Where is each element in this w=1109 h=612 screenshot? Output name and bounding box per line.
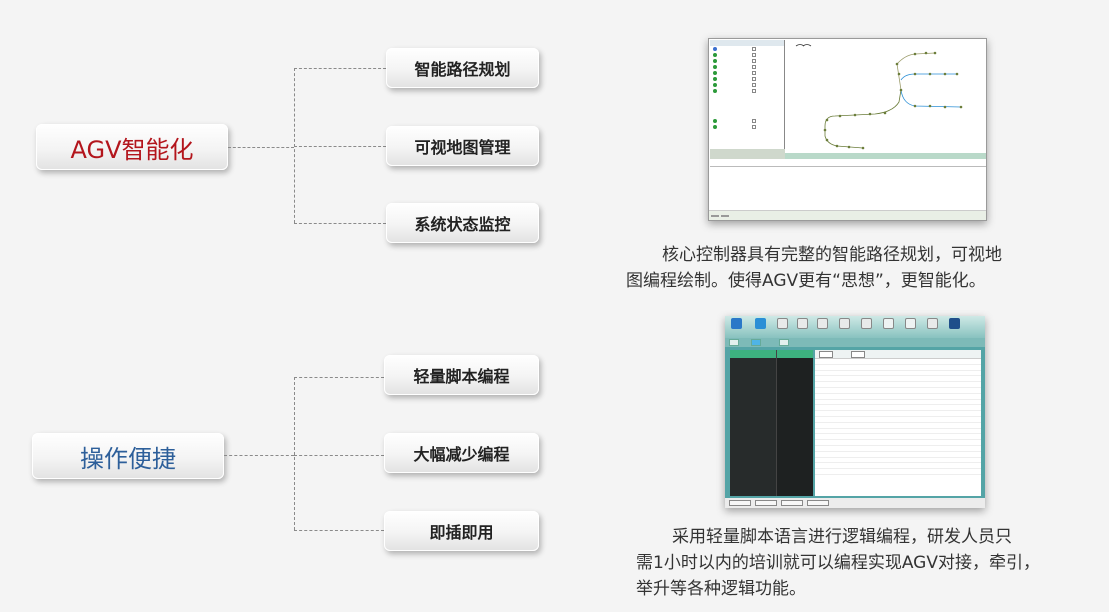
map-canvas xyxy=(785,40,986,159)
feature-item-label: 即插即用 xyxy=(429,523,494,542)
feature-item-path-planning: 智能路径规划 xyxy=(386,48,539,88)
feature-item-label: 大幅减少编程 xyxy=(413,445,510,464)
connector xyxy=(294,146,386,147)
toolbar xyxy=(725,316,985,338)
feature-item-visual-map: 可视地图管理 xyxy=(386,126,539,166)
main-node-label: 操作便捷 xyxy=(80,444,176,473)
connector xyxy=(294,377,295,530)
feature-item-plug-and-play: 即插即用 xyxy=(384,511,539,551)
caption-line: 采用轻量脚本语言进行逻辑编程，研发人员只 xyxy=(672,527,1012,547)
caption-line: 需1小时以内的培训就可以编程实现AGV对接，牵引， xyxy=(636,553,1040,573)
caption-script-editor: 采用轻量脚本语言进行逻辑编程，研发人员只 需1小时以内的培训就可以编程实现AGV… xyxy=(636,524,1106,602)
script-editor-screenshot xyxy=(725,316,985,508)
caption-line: 核心控制器具有完整的智能路径规划，可视地 xyxy=(662,245,1002,265)
caption-line: 举升等各种逻辑功能。 xyxy=(636,579,806,599)
feature-item-label: 智能路径规划 xyxy=(414,60,511,79)
main-node-easy-operation: 操作便捷 xyxy=(32,433,224,479)
tree-buttons xyxy=(710,149,785,159)
feature-item-status-monitor: 系统状态监控 xyxy=(386,203,539,243)
connector xyxy=(224,455,294,456)
feature-item-label: 可视地图管理 xyxy=(414,138,511,157)
caption-line: 图编程绘制。使得AGV更有“思想”，更智能化。 xyxy=(626,271,986,291)
feature-item-label: 轻量脚本编程 xyxy=(413,367,510,386)
connector xyxy=(294,68,386,69)
status-bar xyxy=(709,210,986,220)
map-editor-screenshot xyxy=(708,38,987,221)
caption-map-editor: 核心控制器具有完整的智能路径规划，可视地 图编程绘制。使得AGV更有“思想”，更… xyxy=(626,242,1096,294)
connector xyxy=(294,68,295,223)
feature-item-less-programming: 大幅减少编程 xyxy=(384,433,539,473)
connector xyxy=(294,223,386,224)
main-node-label: AGV智能化 xyxy=(70,135,194,164)
connector xyxy=(294,455,384,456)
project-tree xyxy=(710,40,785,159)
step-list xyxy=(776,350,813,496)
log-panel xyxy=(710,166,986,211)
editor-footer xyxy=(725,498,985,508)
feature-item-label: 系统状态监控 xyxy=(414,215,511,234)
map-path-drawing xyxy=(795,44,963,150)
tab-strip xyxy=(725,338,985,347)
connector xyxy=(294,530,384,531)
property-grid xyxy=(815,350,981,496)
main-node-agv-intelligence: AGV智能化 xyxy=(36,124,228,170)
connector xyxy=(228,147,294,148)
feature-item-script-programming: 轻量脚本编程 xyxy=(384,355,539,395)
connector xyxy=(294,377,384,378)
module-list xyxy=(730,350,776,496)
